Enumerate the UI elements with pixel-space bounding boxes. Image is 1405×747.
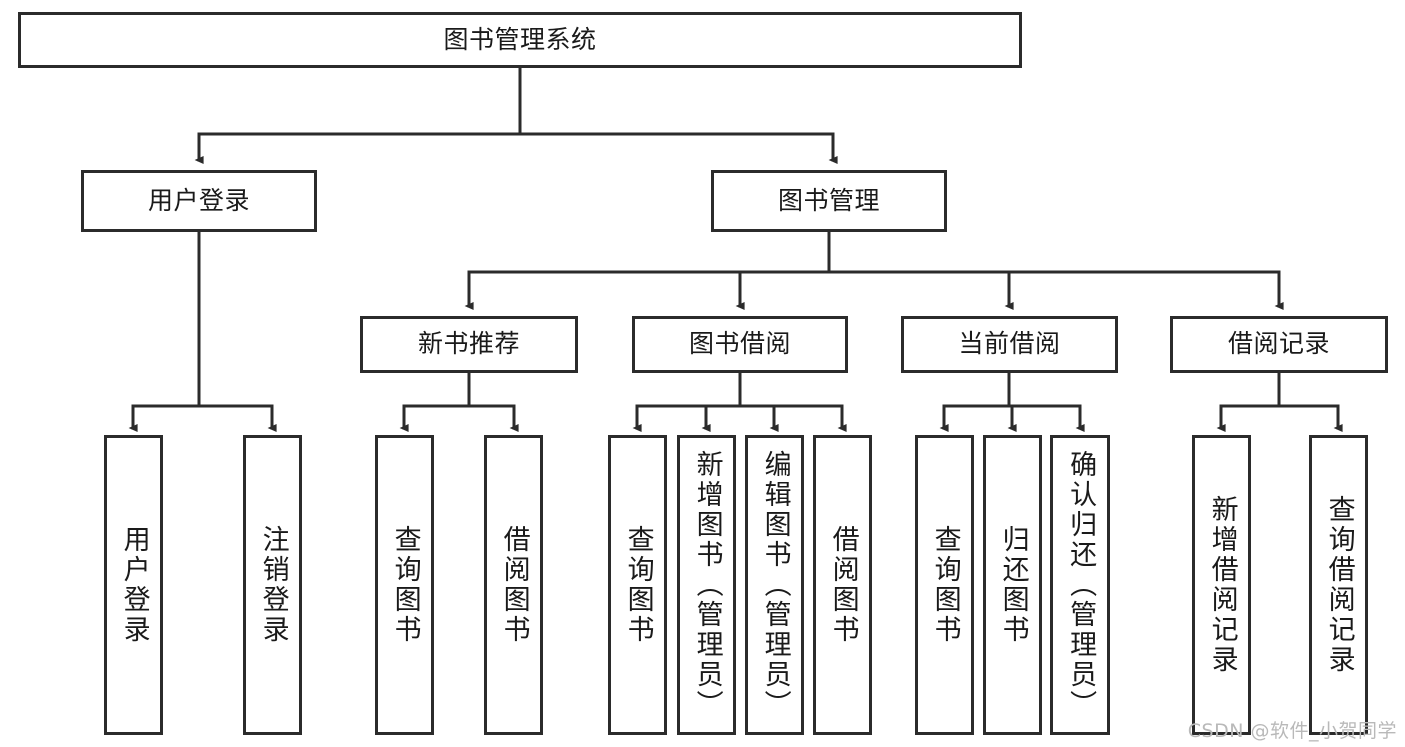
node-borrow-record[interactable]: 借阅记录 [1170, 316, 1388, 373]
node-label: 借阅记录 [1227, 329, 1330, 359]
node-root-book-management-system[interactable]: 图书管理系统 [18, 12, 1022, 68]
node-label: 图书管理 [777, 185, 880, 215]
leaf-borrow-record-add[interactable]: 新增借阅记录 [1192, 435, 1251, 735]
leaf-borrow-record-query[interactable]: 查询借阅记录 [1309, 435, 1368, 735]
node-label: 当前借阅 [958, 329, 1061, 359]
node-label: 注销登录 [257, 525, 289, 645]
node-book-borrow[interactable]: 图书借阅 [632, 316, 848, 373]
leaf-user-login-login[interactable]: 用户登录 [104, 435, 163, 735]
leaf-new-book-borrow[interactable]: 借阅图书 [484, 435, 543, 735]
node-label: 用户登录 [118, 525, 150, 645]
node-label: 编辑图书（管理员） [759, 450, 791, 720]
leaf-current-borrow-return[interactable]: 归还图书 [983, 435, 1042, 735]
node-new-book-recommend[interactable]: 新书推荐 [360, 316, 578, 373]
node-label: 图书借阅 [688, 329, 791, 359]
node-label: 借阅图书 [827, 525, 859, 645]
node-current-borrow[interactable]: 当前借阅 [901, 316, 1118, 373]
node-book-management[interactable]: 图书管理 [711, 170, 947, 232]
node-label: 新增借阅记录 [1206, 495, 1238, 675]
leaf-current-borrow-confirm-return[interactable]: 确认归还（管理员） [1050, 435, 1110, 735]
node-label: 查询图书 [929, 525, 961, 645]
leaf-book-borrow-query[interactable]: 查询图书 [608, 435, 667, 735]
node-label: 新增图书（管理员） [691, 450, 723, 720]
node-label: 查询借阅记录 [1323, 495, 1355, 675]
node-label: 图书管理系统 [443, 24, 597, 54]
leaf-user-login-logout[interactable]: 注销登录 [243, 435, 302, 735]
leaf-book-borrow-borrow[interactable]: 借阅图书 [813, 435, 872, 735]
leaf-current-borrow-query[interactable]: 查询图书 [915, 435, 974, 735]
node-label: 归还图书 [997, 525, 1029, 645]
node-label: 借阅图书 [498, 525, 530, 645]
node-label: 查询图书 [389, 525, 421, 645]
node-label: 确认归还（管理员） [1065, 450, 1097, 720]
node-label: 查询图书 [622, 525, 654, 645]
leaf-new-book-query[interactable]: 查询图书 [375, 435, 434, 735]
node-label: 新书推荐 [417, 329, 520, 359]
csdn-watermark: CSDN @软件_小贺同学 [1187, 720, 1397, 742]
node-user-login[interactable]: 用户登录 [81, 170, 317, 232]
node-label: 用户登录 [147, 185, 250, 215]
leaf-book-borrow-edit[interactable]: 编辑图书（管理员） [745, 435, 804, 735]
leaf-book-borrow-add[interactable]: 新增图书（管理员） [677, 435, 736, 735]
